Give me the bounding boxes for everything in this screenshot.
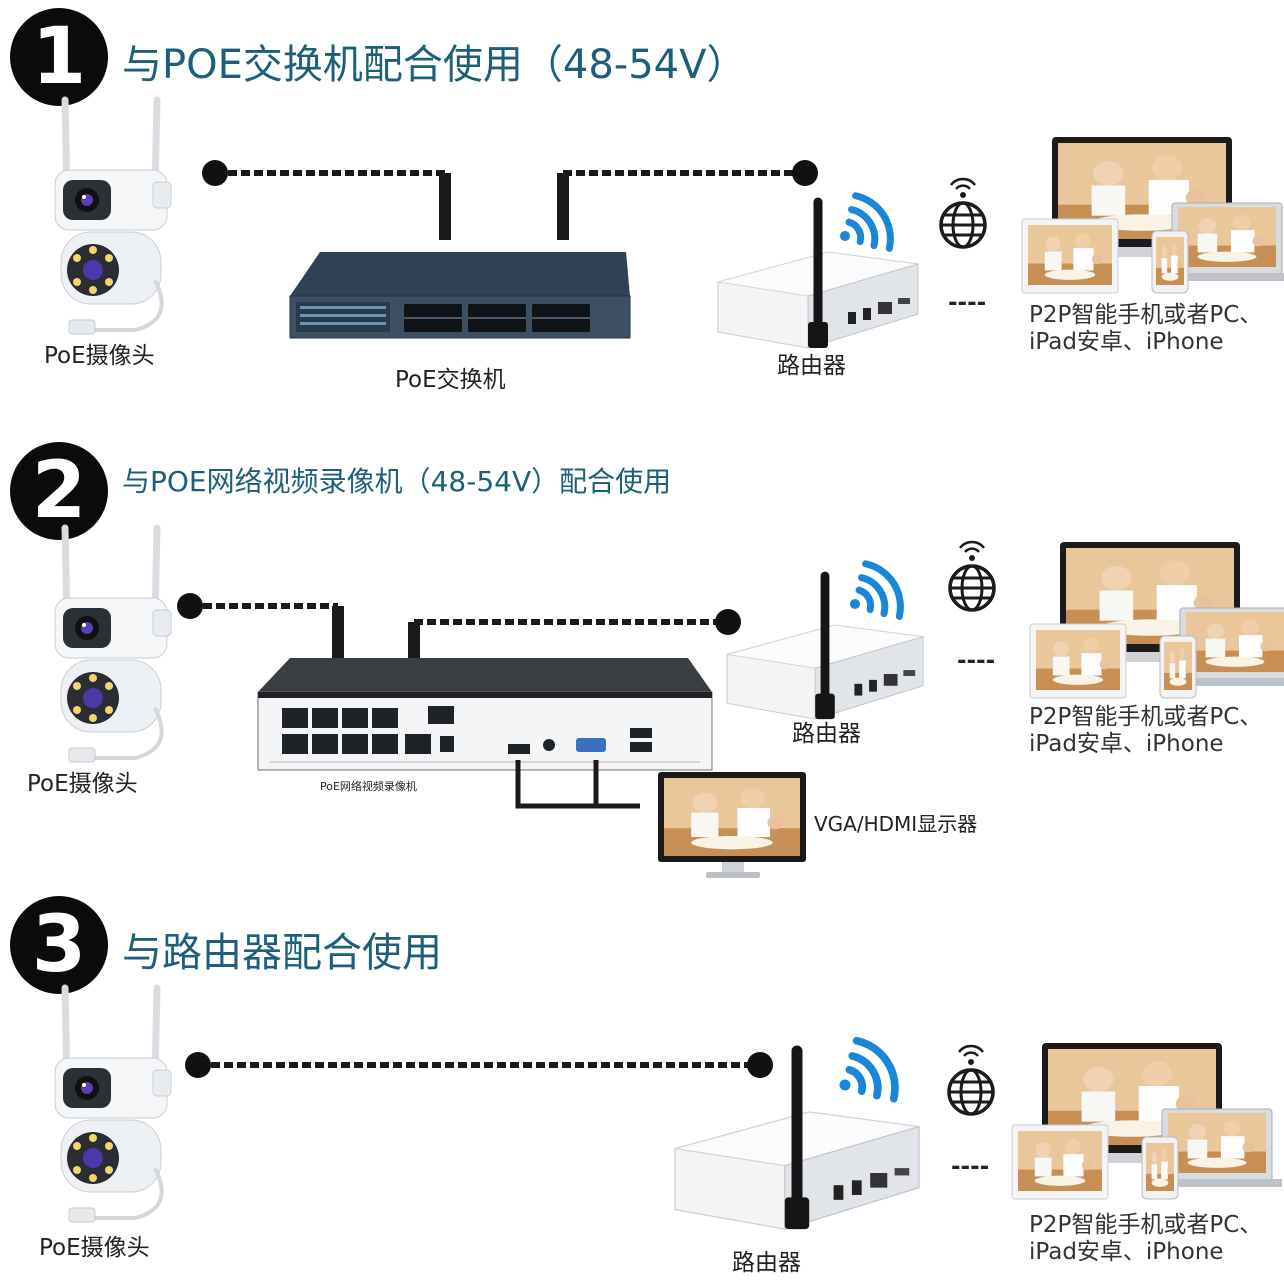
devices-label-3b: iPad安卓、iPhone bbox=[1029, 1239, 1224, 1265]
devices-label-3a: P2P智能手机或者PC、 bbox=[1029, 1212, 1263, 1238]
devices-group bbox=[1012, 1043, 1282, 1199]
dash-1: ---- bbox=[948, 290, 987, 316]
router-icon bbox=[675, 1051, 919, 1229]
section-3-title: 与路由器配合使用 bbox=[122, 930, 442, 976]
monitor-icon bbox=[658, 772, 806, 878]
router-label-3: 路由器 bbox=[732, 1250, 801, 1276]
camera-label-1: PoE摄像头 bbox=[44, 343, 155, 369]
devices-label-1b: iPad安卓、iPhone bbox=[1029, 329, 1224, 355]
dash-2: ---- bbox=[957, 648, 996, 674]
section-2-title: 与POE网络视频录像机（48-54V）配合使用 bbox=[122, 465, 672, 498]
router-label-1: 路由器 bbox=[777, 353, 846, 379]
wifi-icon bbox=[840, 1034, 909, 1098]
step-badge-2: 2 bbox=[10, 442, 108, 540]
nvr-icon bbox=[257, 658, 713, 771]
camera-icon bbox=[55, 988, 171, 1222]
dash-3: ---- bbox=[951, 1154, 990, 1180]
nvr-label: PoE网络视频录像机 bbox=[320, 780, 417, 793]
devices-label-2b: iPad安卓、iPhone bbox=[1029, 731, 1224, 757]
devices-label-1a: P2P智能手机或者PC、 bbox=[1029, 302, 1263, 328]
devices-label-2a: P2P智能手机或者PC、 bbox=[1029, 704, 1263, 730]
camera-label-2: PoE摄像头 bbox=[27, 771, 138, 797]
router-label-2: 路由器 bbox=[792, 721, 861, 747]
camera-label-3: PoE摄像头 bbox=[39, 1235, 150, 1261]
step-badge-3: 3 bbox=[10, 896, 108, 994]
switch-icon bbox=[289, 252, 631, 339]
globe-icon bbox=[947, 1044, 995, 1116]
section-1-title: 与POE交换机配合使用（48-54V） bbox=[122, 42, 747, 88]
switch-label: PoE交换机 bbox=[395, 367, 506, 393]
monitor-label: VGA/HDMI显示器 bbox=[814, 812, 978, 836]
step-badge-1: 1 bbox=[10, 8, 108, 106]
